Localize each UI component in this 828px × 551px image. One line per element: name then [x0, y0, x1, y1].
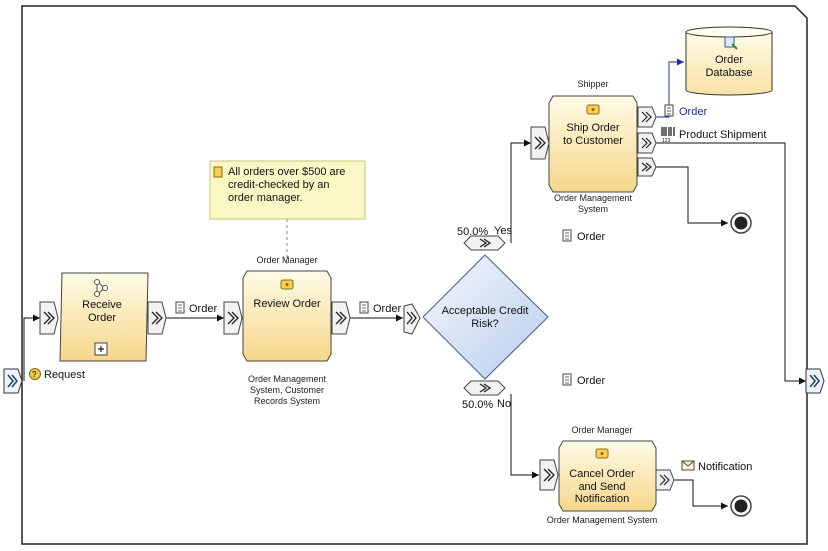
- no-label: No: [497, 398, 511, 410]
- ship-order-title-2: to Customer: [563, 135, 623, 147]
- cancel-order-role: Order Manager: [571, 425, 632, 435]
- annotation-line-2: credit-checked by an: [228, 179, 330, 191]
- no-order-label: Order: [577, 375, 605, 387]
- expand-icon[interactable]: [94, 342, 108, 356]
- annotation-line-1: All orders over $500 are: [228, 166, 345, 178]
- request-label: Request: [44, 369, 85, 381]
- document-icon: [562, 229, 572, 242]
- review-resources-2: System, Customer: [250, 385, 324, 395]
- review-pin-out: [331, 301, 351, 335]
- annotation-line-3: order manager.: [228, 192, 303, 204]
- document-icon: [175, 301, 185, 314]
- connector-ship-to-database: [656, 58, 684, 118]
- end-event-cancel[interactable]: [730, 495, 752, 517]
- connector-request-to-receive: [23, 314, 40, 381]
- ship-order-role: Shipper: [577, 79, 608, 89]
- request-label-group: ? Request: [29, 368, 85, 381]
- subprocess-icon: [94, 279, 108, 297]
- ship-resources-1: Order Management: [554, 193, 633, 203]
- review-resources-1: Order Management: [248, 374, 327, 384]
- receive-pin-out: [147, 301, 167, 335]
- ship-pin-in: [530, 126, 550, 160]
- task-receive-order[interactable]: Receive Order: [39, 272, 167, 362]
- cancel-resources: Order Management System: [547, 515, 658, 525]
- process-input-request[interactable]: [3, 368, 23, 394]
- receive-order-title-1: Receive: [82, 299, 122, 311]
- yes-percent: 50.0%: [457, 226, 488, 238]
- connector-cancel-to-end: [674, 479, 728, 510]
- decision-credit-risk[interactable]: Acceptable Credit Risk?: [403, 235, 549, 396]
- notification-label: Notification: [698, 461, 752, 473]
- human-task-icon: [595, 448, 609, 459]
- flow-label-no-order: Order: [562, 373, 605, 387]
- product-shipment-label: Product Shipment: [679, 129, 766, 141]
- envelope-icon: [681, 460, 695, 471]
- cancel-order-title-1: Cancel Order: [569, 468, 635, 480]
- decision-pin-yes: [463, 235, 506, 251]
- receive-order-title-2: Order: [88, 312, 116, 324]
- yes-label: Yes: [494, 225, 512, 237]
- task-review-order[interactable]: Review Order: [223, 270, 351, 362]
- database-label-2: Database: [705, 67, 752, 79]
- db-order-label: Order: [679, 106, 707, 118]
- ship-resources-2: System: [578, 204, 608, 214]
- flow-label-order-2: Order: [359, 301, 401, 315]
- receive-pin-in: [39, 301, 59, 335]
- end-event-ship[interactable]: [730, 212, 752, 234]
- order-label-1: Order: [189, 303, 217, 315]
- database-label-1: Order: [715, 54, 743, 66]
- ship-order-title-1: Ship Order: [566, 122, 620, 134]
- order-label-2: Order: [373, 303, 401, 315]
- document-icon: [359, 301, 369, 314]
- cancel-order-title-2: and Send: [578, 481, 625, 493]
- human-task-icon: [280, 279, 294, 290]
- flow-label-product-shipment: 123 Product Shipment: [661, 127, 766, 144]
- decision-text-2: Risk?: [471, 318, 499, 330]
- flow-label-db-order: Order: [664, 104, 707, 118]
- connectors: [23, 139, 806, 510]
- barcode-icon: 123: [661, 127, 675, 144]
- cancel-order-title-3: Notification: [575, 493, 629, 505]
- review-pin-in: [223, 301, 243, 335]
- connector-no-to-cancel: [510, 394, 539, 479]
- connector-yes-to-ship: [510, 139, 531, 243]
- yes-order-label: Order: [577, 231, 605, 243]
- process-output[interactable]: [805, 368, 825, 394]
- decision-text-1: Acceptable Credit: [442, 305, 529, 317]
- review-resources-3: Records System: [254, 396, 320, 406]
- connector-shipment-to-output: [656, 142, 806, 385]
- svg-text:?: ?: [32, 370, 37, 379]
- cancel-pin-in: [539, 459, 559, 491]
- flow-label-order-1: Order: [175, 301, 217, 315]
- task-cancel-order[interactable]: Cancel Order and Send Notification: [539, 440, 675, 512]
- no-percent: 50.0%: [462, 399, 493, 411]
- review-order-role: Order Manager: [256, 255, 317, 265]
- annotation-note[interactable]: All orders over $500 are credit-checked …: [209, 160, 366, 220]
- question-icon: [29, 368, 41, 380]
- flow-label-notification: Notification: [681, 460, 752, 473]
- database-icon: [724, 36, 738, 50]
- flow-label-yes-order: Order: [562, 229, 605, 243]
- review-order-title: Review Order: [253, 298, 321, 310]
- connector-ship-to-end: [656, 166, 728, 227]
- task-ship-order[interactable]: Ship Order to Customer: [530, 95, 657, 193]
- note-icon: [213, 166, 223, 178]
- repository-order-database[interactable]: Order Database: [685, 26, 773, 96]
- document-icon: [664, 104, 674, 117]
- svg-text:123: 123: [662, 138, 671, 144]
- decision-pin-no: [463, 380, 506, 396]
- document-icon: [562, 373, 572, 386]
- human-task-icon: [586, 104, 600, 115]
